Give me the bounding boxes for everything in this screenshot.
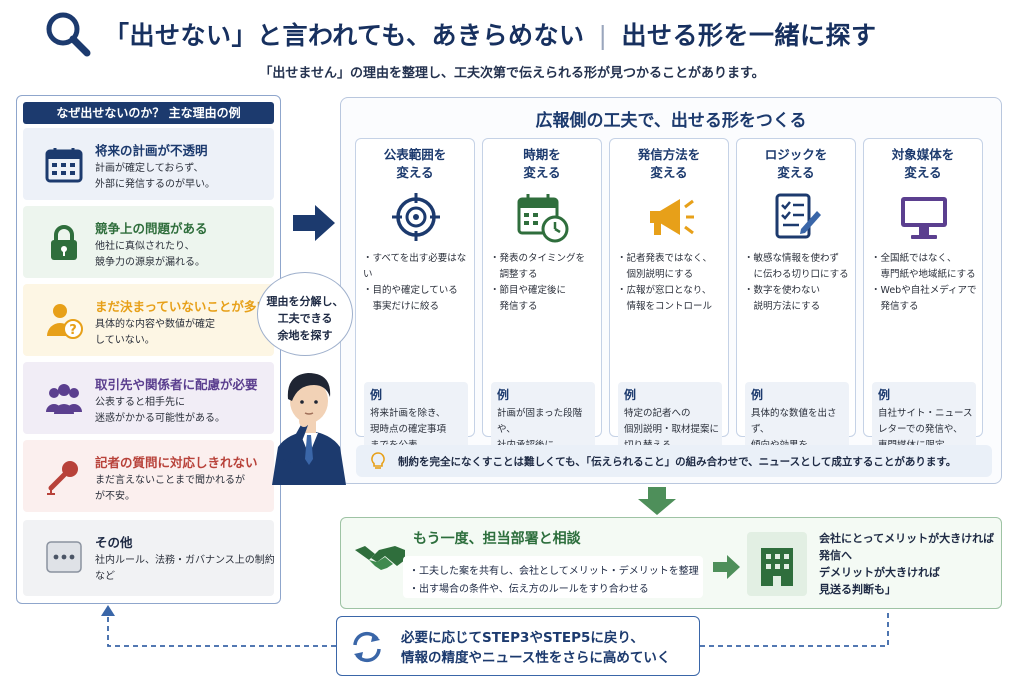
idea-card-title: 対象媒体を 変える [891, 147, 955, 180]
header: 「出せない」と言われても、あきらめない | 出せる形を一緒に探す 「出せません」の理… [0, 0, 1024, 88]
reason-desc: まだ言えないことまで聞かれるが が不安。 [95, 475, 245, 502]
lock-icon [51, 225, 77, 260]
thought-bubble-text: 理由を分解し、 工夫できる 余地を探す [266, 295, 344, 342]
reason-desc: 社内ルール、法務・ガバナンス上の制約 など [95, 555, 275, 582]
reason-desc: 計画が確定しておらず、 外部に発信するのが早い。 [95, 163, 215, 190]
idea-card: ロジックを 変える ・敏感な情報を使わず に伝わる切り口にする ・数字を使わない… [736, 138, 856, 467]
idea-card-body: ・発表のタイミングを 調整する ・節目や確定後に 発信する [490, 253, 586, 312]
monitor-icon [901, 197, 947, 239]
search-icon [46, 12, 91, 57]
note-text: 制約を完全になくすことは難しくても、「伝えられること」の組み合わせで、ニュースと… [398, 456, 957, 468]
microphone-icon [47, 461, 78, 495]
reason-desc: 具体的な内容や数値が確定 していない。 [95, 319, 215, 346]
idea-card: 時期を 変える ・発表のタイミングを 調整する ・節目や確定後に 発信する 例 … [482, 138, 602, 467]
idea-card: 発信方法を 変える ・記者発表ではなく、 個別説明にする ・広報が窓口となり、 … [609, 138, 729, 462]
reason-title: 記者の質問に対応しきれない [95, 455, 258, 470]
lightbulb-icon [371, 452, 385, 469]
page-subtitle: 「出せません」の理由を整理し、工夫次第で伝えられる形が見つかることがあります。 [259, 66, 765, 81]
thinking-businessman-illustration [272, 373, 346, 485]
reason-title: その他 [95, 535, 133, 550]
consult-bullets: ・工夫した案を共有し、会社としてメリット・デメリットを整理 ・出す場合の条件や、… [403, 556, 703, 598]
reasons-panel: なぜ出せないのか？ 主な理由の例 将来の計画が不透明 計画が確定しておらず、 外… [16, 95, 281, 604]
idea-card: 対象媒体を 変える ・全国紙ではなく、 専門紙や地域紙にする ・Webや自社メデ… [863, 138, 983, 462]
title-separator: | [598, 21, 608, 50]
more-icon [46, 541, 82, 573]
reason-item: 競争上の問題がある 他社に真似されたり、 競争力の源泉が漏れる。 [23, 206, 274, 278]
calendar-clock-icon [517, 194, 569, 243]
person-question-icon: ? [47, 304, 83, 339]
idea-card-body: ・敏感な情報を使わず に伝わる切り口にする ・数字を使わない 説明方法にする [744, 253, 849, 312]
svg-text:?: ? [69, 323, 77, 338]
reason-title: 取引先や関係者に配慮が必要 [95, 377, 258, 392]
arrow-down-icon [638, 487, 676, 515]
idea-card-title: 公表範囲を 変える [383, 147, 447, 180]
note-bar: 制約を完全になくすことは難しくても、「伝えられること」の組み合わせで、ニュースと… [356, 445, 992, 477]
calendar-icon [45, 148, 83, 183]
reason-title: まだ決まっていないことが多い [95, 299, 269, 314]
arrow-right-icon [293, 205, 335, 241]
loop-text: 必要に応じてSTEP3やSTEP5に戻り、 情報の精度やニュース性をさらに高めて… [401, 630, 671, 666]
arrow-right-icon [713, 555, 740, 579]
example-label: 例 [878, 388, 891, 402]
example-label: 例 [370, 388, 383, 402]
megaphone-icon [650, 199, 694, 235]
thought-bubble: 理由を分解し、 工夫できる 余地を探す [257, 272, 353, 356]
idea-card: 公表範囲を 変える ・すべてを出す必要はない ・目的や確定している 事実だけに絞… [355, 138, 475, 462]
reason-item: 記者の質問に対応しきれない まだ言えないことまで聞かれるが が不安。 [23, 440, 274, 512]
reasons-panel-title: なぜ出せないのか？ 主な理由の例 [23, 102, 274, 124]
reason-item: 将来の計画が不透明 計画が確定しておらず、 外部に発信するのが早い。 [23, 128, 274, 200]
reason-desc: 他社に真似されたり、 競争力の源泉が漏れる。 [95, 241, 205, 268]
idea-card-title: 発信方法を 変える [637, 147, 701, 180]
example-label: 例 [497, 388, 510, 402]
ideas-panel: 広報側の工夫で、出せる形をつくる 公表範囲を 変える ・すべてを出す必要はない … [340, 97, 1002, 484]
reason-item: ? まだ決まっていないことが多い 具体的な内容や数値が確定 していない。 [23, 284, 274, 356]
example-label: 例 [751, 388, 764, 402]
consult-title: もう一度、担当部署と相談 [413, 531, 581, 547]
title-left: 「出せない」と言われても、あきらめない [104, 21, 585, 50]
idea-card-body: ・全国紙ではなく、 専門紙や地域紙にする ・Webや自社メディアで 発信する [871, 253, 977, 312]
page-title: 「出せない」と言われても、あきらめない | 出せる形を一緒に探す [104, 16, 876, 52]
loop-box: 必要に応じてSTEP3やSTEP5に戻り、 情報の精度やニュース性をさらに高めて… [336, 616, 700, 676]
title-right: 出せる形を一緒に探す [621, 21, 877, 50]
handshake-icon [355, 546, 405, 570]
consult-bullet: ・出す場合の条件や、伝え方のルールをすり合わせる [409, 584, 649, 595]
reason-title: 将来の計画が不透明 [95, 143, 208, 158]
reason-item: 取引先や関係者に配慮が必要 公表すると相手先に 迷惑がかかる可能性がある。 [23, 362, 274, 434]
people-icon [46, 384, 82, 414]
idea-card-title: 時期を 変える [523, 147, 561, 180]
consult-result: 会社にとってメリットが大きければ 発信へ デメリットが大きければ 見送る判断も」 [819, 532, 995, 596]
idea-card-body: ・記者発表ではなく、 個別説明にする ・広報が窓口となり、 情報をコントロール [617, 253, 713, 312]
idea-card-title: ロジックを 変える [764, 147, 828, 180]
reason-desc: 公表すると相手先に 迷惑がかかる可能性がある。 [95, 397, 225, 424]
idea-card-body: ・すべてを出す必要はない ・目的や確定している 事実だけに絞る [363, 253, 467, 312]
consult-bullet: ・工夫した案を共有し、会社としてメリット・デメリットを整理 [409, 566, 699, 577]
checklist-pen-icon [775, 193, 821, 239]
consult-panel: もう一度、担当部署と相談 ・工夫した案を共有し、会社としてメリット・デメリットを… [340, 517, 1002, 609]
example-label: 例 [624, 388, 637, 402]
refresh-cycle-icon [353, 631, 381, 663]
building-icon [747, 532, 807, 596]
ideas-panel-title: 広報側の工夫で、出せる形をつくる [535, 111, 807, 131]
reason-title: 競争上の問題がある [95, 221, 208, 236]
reason-item: その他 社内ルール、法務・ガバナンス上の制約 など [23, 520, 275, 596]
target-icon [392, 193, 440, 241]
